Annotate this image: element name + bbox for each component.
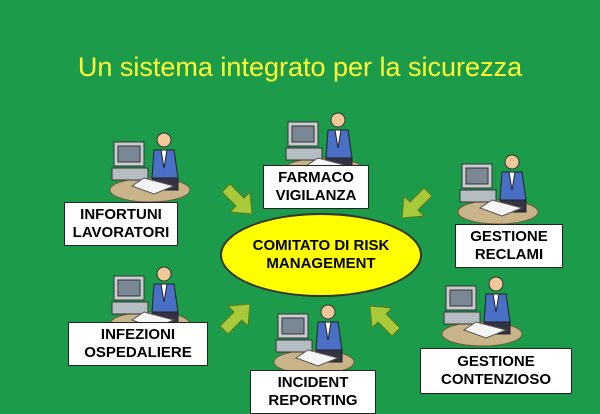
box-farmaco-vigilanza: FARMACO VIGILANZA xyxy=(263,165,369,209)
center-line: COMITATO DI RISK xyxy=(252,237,390,254)
slide-title: Un sistema integrato per la sicurezza xyxy=(77,52,523,82)
box-line: INFEZIONI xyxy=(100,326,176,343)
box-infortuni-lavoratori: INFORTUNI LAVORATORI xyxy=(64,202,178,246)
arrow-icon xyxy=(401,187,433,219)
center-line: MANAGEMENT xyxy=(266,255,376,272)
box-line: GESTIONE xyxy=(457,353,535,370)
box-line: INFORTUNI xyxy=(80,206,162,223)
center-ellipse: COMITATO DI RISK MANAGEMENT xyxy=(220,213,422,297)
box-line: GESTIONE xyxy=(470,228,548,245)
box-gestione-contenzioso: GESTIONE CONTENZIOSO xyxy=(420,348,572,394)
box-line: LAVORATORI xyxy=(72,224,170,241)
arrow-icon xyxy=(219,303,251,335)
box-line: CONTENZIOSO xyxy=(440,371,551,388)
arrow-icon xyxy=(221,183,253,215)
box-line: FARMACO xyxy=(278,169,354,186)
box-line: OSPEDALIERE xyxy=(84,344,192,361)
box-incident-reporting: INCIDENT REPORTING xyxy=(250,370,376,414)
box-line: INCIDENT xyxy=(277,374,349,391)
arrow-icon xyxy=(369,305,401,337)
box-gestione-reclami: GESTIONE RECLAMI xyxy=(455,224,563,268)
computer-worker-icon xyxy=(109,132,190,203)
box-infezioni-ospedaliere: INFEZIONI OSPEDALIERE xyxy=(68,322,208,366)
box-line: RECLAMI xyxy=(474,246,544,263)
computer-worker-icon xyxy=(441,276,522,347)
box-line: REPORTING xyxy=(268,392,358,409)
computer-worker-icon xyxy=(457,154,538,225)
box-line: VIGILANZA xyxy=(275,187,357,204)
computer-worker-icon xyxy=(273,304,354,375)
